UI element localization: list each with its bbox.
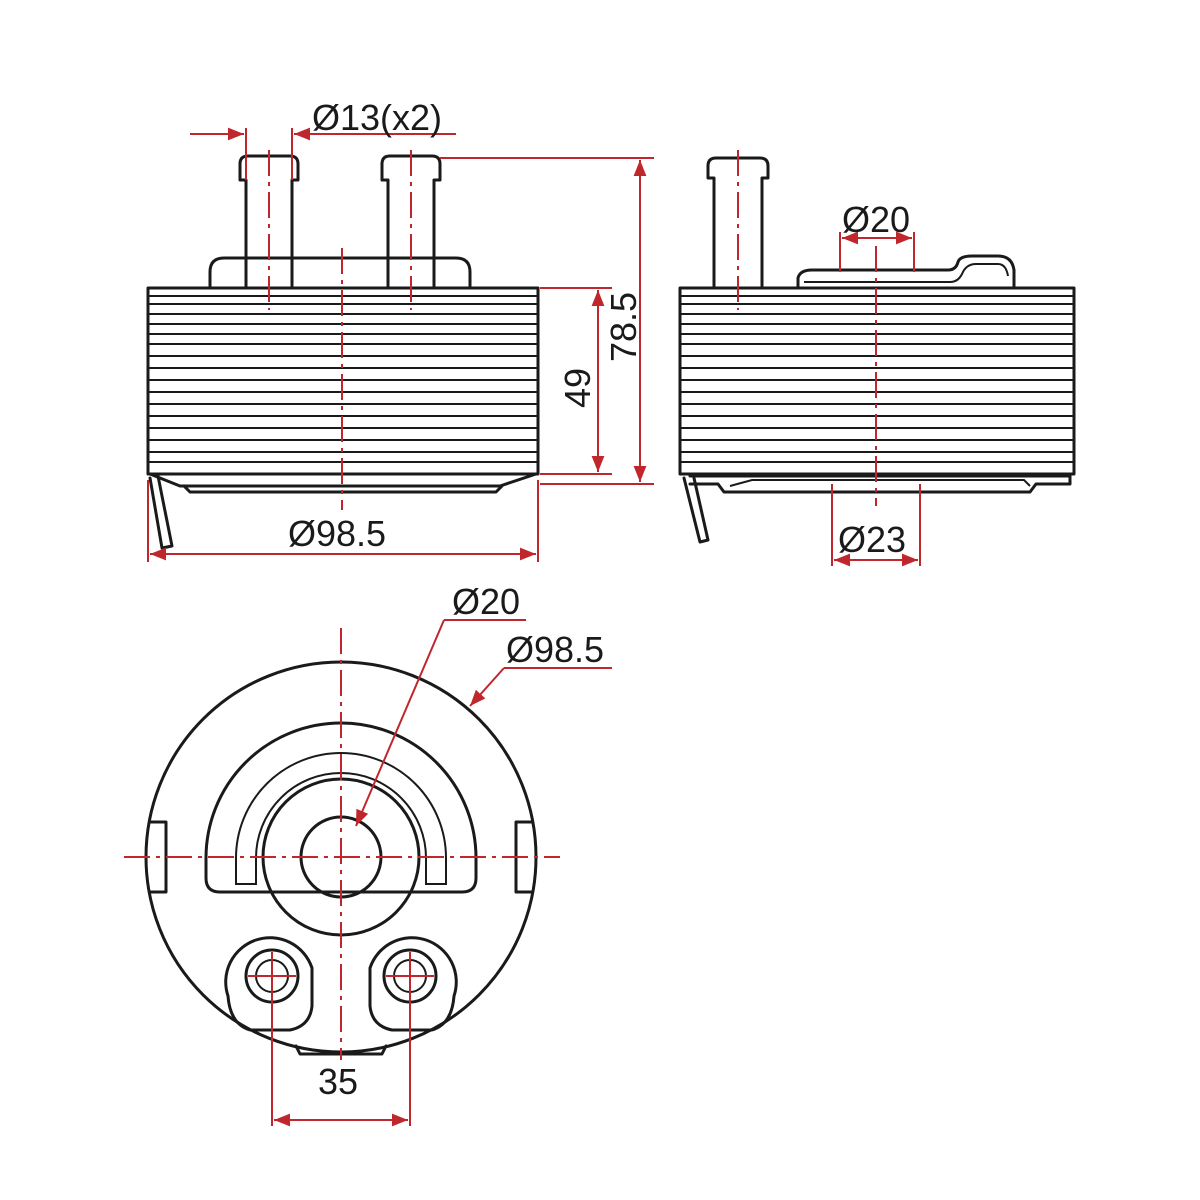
side-body bbox=[678, 286, 1076, 476]
dim-center-bore-diameter: Ø20 bbox=[355, 581, 526, 827]
side-view: Ø20 Ø23 bbox=[678, 150, 1076, 567]
dim-front-diameter-text: Ø98.5 bbox=[288, 513, 386, 554]
dim-port-spacing: 35 bbox=[271, 980, 411, 1127]
dim-total-height: 78.5 bbox=[440, 157, 654, 485]
dim-center-bore-diameter-text: Ø20 bbox=[452, 581, 520, 622]
front-port-boss bbox=[208, 256, 472, 288]
dim-port-diameter-text: Ø13(x2) bbox=[312, 97, 442, 138]
side-bracket-tab bbox=[682, 476, 710, 544]
bottom-channel-inner bbox=[235, 752, 447, 885]
side-top-flange bbox=[796, 254, 1016, 290]
dim-body-height-text: 49 bbox=[557, 368, 598, 408]
dim-bottom-body-diameter: Ø98.5 bbox=[469, 629, 612, 707]
dim-front-diameter: Ø98.5 bbox=[147, 480, 539, 562]
dim-base-bore-diameter: Ø23 bbox=[831, 484, 921, 567]
front-bracket-tab bbox=[148, 474, 174, 550]
bottom-view: Ø20 Ø98.5 35 bbox=[124, 581, 612, 1127]
front-view: Ø13(x2) 78.5 49 Ø98.5 bbox=[146, 97, 654, 562]
bottom-mount-boss-right bbox=[368, 936, 458, 1032]
side-base-detail bbox=[729, 479, 1031, 487]
dim-port-spacing-text: 35 bbox=[318, 1061, 358, 1102]
dim-side-outlet-diameter-text: Ø20 bbox=[842, 199, 910, 240]
front-base-plate bbox=[148, 472, 538, 488]
bottom-mount-boss-left bbox=[224, 936, 314, 1032]
dim-total-height-text: 78.5 bbox=[603, 292, 644, 362]
dim-base-bore-diameter-text: Ø23 bbox=[838, 519, 906, 560]
dim-body-height: 49 bbox=[540, 287, 612, 475]
dim-side-outlet-diameter: Ø20 bbox=[839, 199, 915, 272]
side-base-plate bbox=[688, 474, 1072, 494]
side-top-flange-inner bbox=[804, 263, 1009, 283]
dim-bottom-body-diameter-text: Ø98.5 bbox=[506, 629, 604, 670]
front-body bbox=[146, 286, 540, 476]
dim-port-diameter: Ø13(x2) bbox=[190, 97, 456, 180]
